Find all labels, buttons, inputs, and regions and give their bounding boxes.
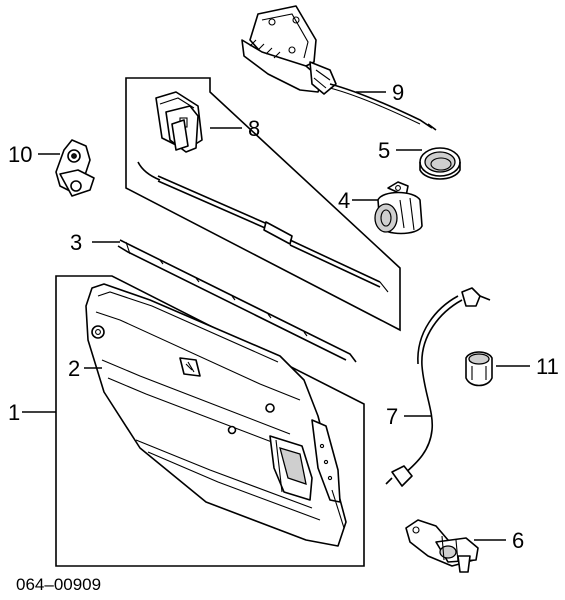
part-8-latch-kit xyxy=(137,91,389,293)
part-1-kit-frame xyxy=(55,275,365,567)
part-3-seal-rail xyxy=(117,239,357,363)
callout-1: 1 xyxy=(8,400,20,425)
part-6-striker-bracket xyxy=(405,519,479,573)
part-10-bracket xyxy=(55,139,95,197)
callout-3: 3 xyxy=(70,230,82,255)
part-7-cable xyxy=(385,287,491,487)
callout-11: 11 xyxy=(536,354,559,379)
part-11-bumper xyxy=(465,351,493,387)
callout-2: 2 xyxy=(68,356,80,381)
part-5-grommet xyxy=(419,147,461,180)
leader-lines xyxy=(22,91,530,541)
callout-7: 7 xyxy=(386,404,398,429)
callout-4: 4 xyxy=(338,188,350,213)
part-9-latch-actuator xyxy=(241,5,437,131)
part-8-kit-frame xyxy=(125,77,401,332)
callout-8: 8 xyxy=(248,116,260,141)
part-1-2-liftgate-panel xyxy=(85,283,347,547)
part-4-lock-cylinder xyxy=(374,181,423,235)
figure-code: 064–00909 xyxy=(16,575,101,594)
callout-9: 9 xyxy=(392,80,404,105)
callout-10: 10 xyxy=(8,142,32,167)
callout-5: 5 xyxy=(378,138,390,163)
callout-6: 6 xyxy=(512,528,524,553)
